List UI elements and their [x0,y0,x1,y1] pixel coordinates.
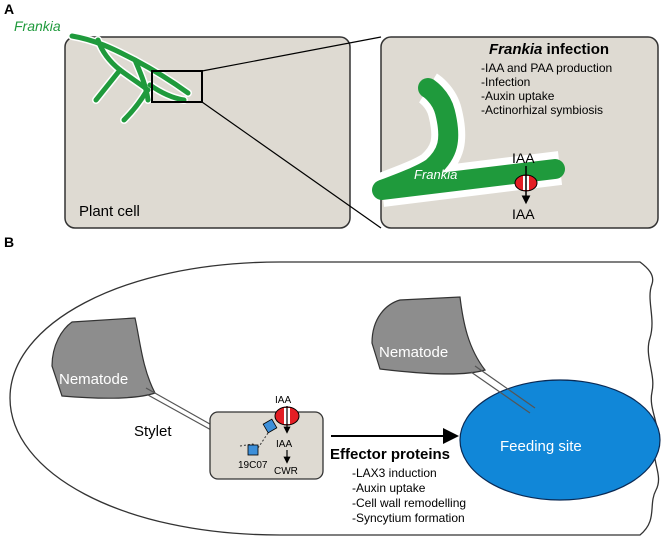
zoom-rectangle [151,70,203,103]
effector-title: Effector proteins [330,446,450,463]
stylet-right [470,365,536,414]
inset-bullet-2: -Infection [481,75,530,89]
panel-b-label: B [4,234,14,250]
plant-cell-label: Plant cell [79,203,140,220]
nematode-right-label: Nematode [379,344,448,361]
cell-cwr-label: CWR [274,466,298,477]
inset-hypha [372,73,565,207]
effector-bullet-3: -Cell wall remodelling [352,496,466,510]
effector-square-1 [247,444,259,456]
inset-bullet-3: -Auxin uptake [481,89,555,103]
cell-iaa-below: IAA [276,439,292,450]
nematode-left-label: Nematode [59,371,128,388]
stylet-label: Stylet [134,423,172,440]
inset-iaa-out: IAA [512,206,535,222]
feeding-site-label: Feeding site [500,438,582,455]
nematode-right-body [371,296,487,375]
effector-square-2 [262,418,278,434]
inset-iaa-in: IAA [512,150,535,166]
effector-id-label: 19C07 [238,460,268,471]
inset-hypha-label: Frankia [414,167,457,182]
inset-bullet-1: -IAA and PAA production [481,61,612,75]
effector-bullet-1: -LAX3 induction [352,466,437,480]
panel-a-label: A [4,1,14,17]
frankia-label: Frankia [14,18,61,34]
feeding-site [459,379,661,501]
effector-bullet-4: -Syncytium formation [352,511,465,525]
inset-bullet-4: -Actinorhizal symbiosis [481,103,603,117]
zoom-line-top [201,36,382,72]
root-cell-box [209,411,324,480]
plant-cell-box [64,36,351,229]
zoom-line-bottom [201,101,382,229]
nematode-left-body [51,317,156,399]
effector-bullet-2: -Auxin uptake [352,481,426,495]
inset-title: Frankia infection [489,41,609,58]
cell-iaa-top: IAA [275,395,291,406]
